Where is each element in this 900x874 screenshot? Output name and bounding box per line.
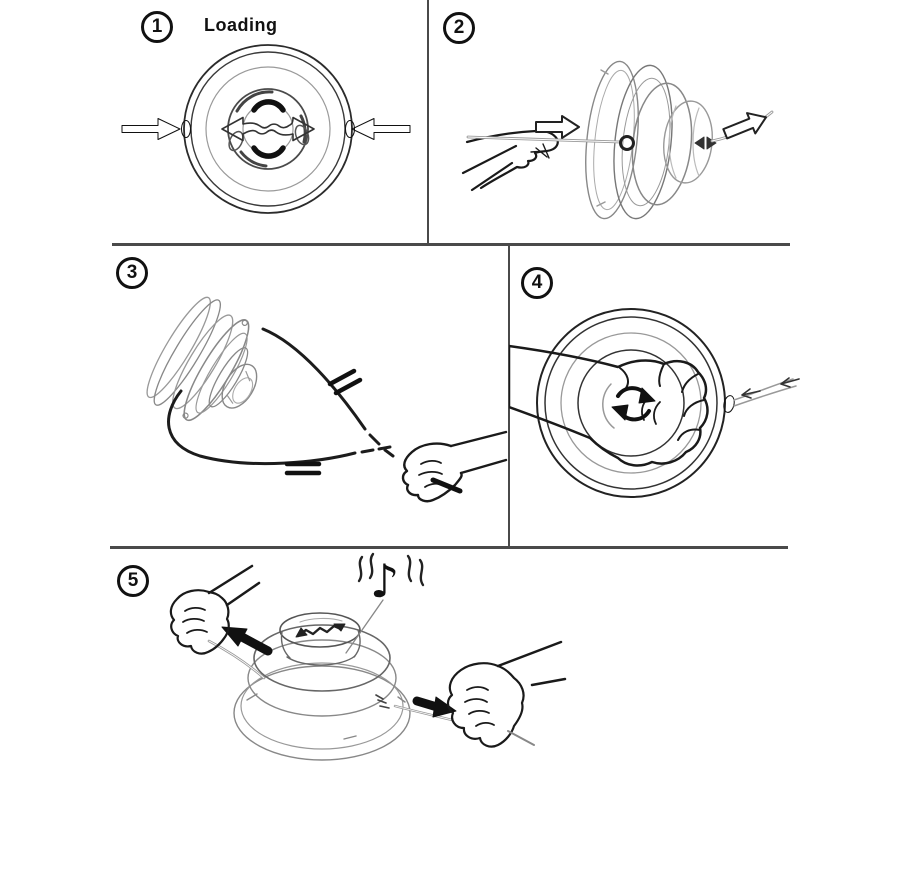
right-arrow-icon xyxy=(351,118,411,140)
left-arrow-icon xyxy=(121,118,181,140)
panel-3-illustration xyxy=(146,296,508,503)
exit-direction-arrow-icon xyxy=(722,112,767,140)
spool-top-view xyxy=(183,44,353,214)
equal-length-mark-upper xyxy=(327,368,363,396)
pull-right-arrow-icon xyxy=(412,696,457,718)
divider-row2-horizontal xyxy=(110,546,788,549)
step-2-badge: 2 xyxy=(443,12,475,44)
rotation-arrows-icon xyxy=(611,386,656,422)
trimmer-line-lower xyxy=(167,389,392,466)
spool-tilted-view xyxy=(146,296,258,422)
hand-holding-knob xyxy=(509,344,709,467)
left-hand-pulling xyxy=(169,564,261,655)
left-eyelet xyxy=(181,120,191,138)
push-direction-arrow-icon xyxy=(535,115,580,139)
step-3-badge: 3 xyxy=(116,257,148,289)
spool-top-view-winding xyxy=(536,308,726,498)
trimmer-line-left-end xyxy=(207,639,266,680)
knob-double-arrow-icon xyxy=(295,623,346,638)
pull-in-arrow-icons xyxy=(741,377,800,399)
right-eyelet xyxy=(345,120,355,138)
rim-eyelet xyxy=(723,395,735,413)
step-4-badge: 4 xyxy=(521,267,553,299)
sound-wave-icon xyxy=(418,558,425,587)
step-1-badge: 1 xyxy=(141,11,173,43)
sound-wave-icon xyxy=(357,555,364,583)
step-3-number: 3 xyxy=(126,262,138,283)
line-through-head-double-arrow-icon xyxy=(221,116,315,142)
sound-wave-icon xyxy=(368,552,375,580)
music-note-glyph: ♪ xyxy=(370,554,399,608)
step-2-number: 2 xyxy=(453,17,465,38)
sound-wave-icon xyxy=(406,554,413,583)
step-4-number: 4 xyxy=(531,272,543,293)
step-5-badge: 5 xyxy=(117,565,149,597)
click-sound-indicator: ♪ xyxy=(345,552,425,654)
trimmer-line-left xyxy=(466,135,622,144)
trimmer-line-right-end xyxy=(393,704,454,722)
rotate-both-ways-arcs xyxy=(251,99,286,159)
loading-label: Loading xyxy=(204,15,278,35)
panel-5-illustration: ♪ xyxy=(169,552,567,761)
panel-1-illustration xyxy=(121,44,411,214)
equal-length-mark-lower xyxy=(284,461,322,476)
divider-top-vertical xyxy=(427,0,429,244)
note-pointer-line xyxy=(345,599,384,654)
step-1-number: 1 xyxy=(151,16,163,37)
panel-2-illustration xyxy=(461,60,774,220)
trimmer-line-upper xyxy=(261,327,395,458)
bump-knob xyxy=(279,612,361,666)
panel-4-illustration xyxy=(509,308,800,498)
hand-pulling-lines xyxy=(401,430,508,503)
step-5-number: 5 xyxy=(127,570,139,591)
spool-perspective-view xyxy=(233,612,411,761)
right-hand-pulling xyxy=(446,640,567,748)
divider-row1-horizontal xyxy=(112,243,790,246)
side-eyelet xyxy=(619,135,635,151)
